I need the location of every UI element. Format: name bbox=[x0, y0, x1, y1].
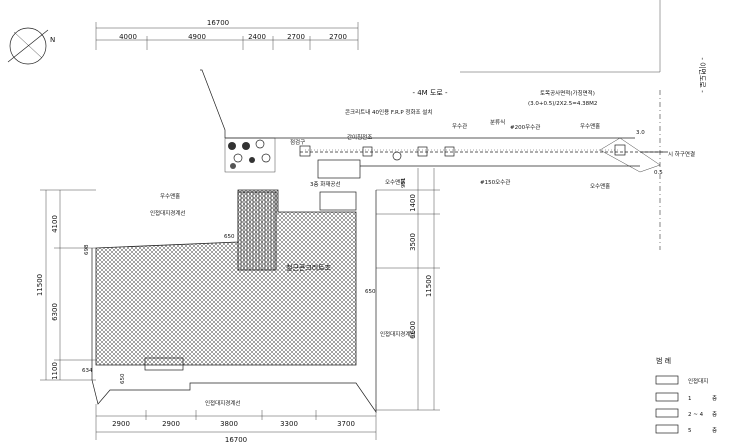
right-total: 11500 bbox=[425, 275, 433, 297]
boundary-label: 인접대지경계선 bbox=[380, 330, 415, 338]
rainbox-label: 우수맨홀 bbox=[160, 192, 180, 200]
rainbox-label: 우수맨홀 bbox=[580, 122, 600, 130]
drain-area-formula: (3.0+0.5)/2X2.5=4.38M2 bbox=[528, 101, 597, 107]
legend-unit: 층 bbox=[712, 394, 717, 402]
legend-swatch bbox=[655, 392, 679, 402]
left-seg: 1100 bbox=[51, 362, 59, 380]
legend-title: 범 례 bbox=[656, 356, 671, 365]
dim-650: 650 bbox=[365, 289, 376, 295]
septic-note: 콘크리트내 40인용 F.R.P 정화조 설치 bbox=[345, 108, 432, 116]
top-seg: 2700 bbox=[287, 33, 305, 41]
bottom-seg: 2900 bbox=[162, 420, 180, 428]
top-dimensions: 16700 4000 4900 2400 2700 2700 bbox=[95, 19, 359, 50]
legend-swatch bbox=[655, 424, 679, 434]
right-seg: 1400 bbox=[409, 194, 417, 212]
stair-core bbox=[237, 191, 277, 271]
entrance bbox=[144, 357, 184, 371]
legend-label: 1 bbox=[688, 396, 692, 402]
top-total: 16700 bbox=[207, 19, 229, 27]
site-boundary-north bbox=[200, 69, 226, 138]
tree-cluster-icon bbox=[224, 137, 276, 173]
dim-951: 951 bbox=[401, 178, 407, 189]
boundary-label: 인접대지경계선 bbox=[205, 399, 240, 407]
drain-area-title: 토목공사면적(가칭면적) bbox=[540, 89, 595, 97]
dim-650: 650 bbox=[224, 234, 235, 240]
pipe200-label: #200우수관 bbox=[510, 123, 540, 131]
tank-hatch bbox=[319, 191, 357, 211]
sewer-label: 분류식 bbox=[490, 118, 505, 126]
legend-unit: 층 bbox=[712, 410, 717, 418]
rainpipe-label: 우수관 bbox=[452, 122, 467, 130]
boundary-label: 인접대지경계선 bbox=[150, 209, 185, 217]
legend-unit: 층 bbox=[712, 426, 717, 434]
bottom-seg: 3300 bbox=[280, 420, 298, 428]
north-label: N bbox=[50, 36, 55, 44]
bottom-seg: 3800 bbox=[220, 420, 238, 428]
building-footprint bbox=[95, 189, 357, 366]
top-seg: 2700 bbox=[329, 33, 347, 41]
septic-tank bbox=[317, 159, 361, 179]
pipe150-label: #150오수관 bbox=[480, 178, 510, 186]
top-seg: 4000 bbox=[119, 33, 137, 41]
side-road-label: - 이면도로 - bbox=[698, 57, 707, 93]
legend-label: 2 ~ 4 bbox=[688, 412, 704, 418]
site-boundary bbox=[91, 190, 377, 414]
sewagebox-label: 오수맨홀 bbox=[385, 178, 405, 186]
legend: 범 례 인접대지 1 층 2 ~ 4 층 5 층 bbox=[655, 356, 717, 434]
legend-swatch bbox=[655, 408, 679, 418]
legend-label: 5 bbox=[688, 428, 692, 434]
left-seg: 4100 bbox=[51, 215, 59, 233]
bottom-total: 16700 bbox=[225, 436, 247, 444]
top-seg: 4900 bbox=[188, 33, 206, 41]
inspection-label: 점검구 bbox=[290, 139, 305, 146]
bottom-dimensions: 2900 2900 3800 3300 3700 16700 bbox=[95, 404, 377, 444]
left-total: 11500 bbox=[36, 274, 44, 296]
dim-650: 650 bbox=[120, 373, 126, 384]
top-seg: 2400 bbox=[248, 33, 266, 41]
tank-label: 3층 화재공선 bbox=[310, 180, 341, 188]
dim-698: 698 bbox=[84, 244, 90, 255]
dim-05: 0.5 bbox=[654, 170, 663, 176]
drainage-run bbox=[225, 137, 670, 173]
right-seg: 6600 bbox=[409, 321, 417, 339]
left-dimensions: 11500 4100 6300 1100 bbox=[36, 189, 96, 381]
road-label: - 4M 도로 - bbox=[412, 89, 448, 97]
bottom-seg: 2900 bbox=[112, 420, 130, 428]
adjacent-boundary bbox=[460, 0, 661, 73]
building-label: 철근콘크리트조 bbox=[286, 263, 332, 272]
right-seg: 3500 bbox=[409, 233, 417, 251]
sewagebox-label: 오수맨홀 bbox=[590, 182, 610, 190]
discharge-label: 시 하구연결 bbox=[668, 150, 695, 158]
legend-label: 인접대지 bbox=[688, 377, 708, 385]
cleaning-label: 간이침전조 bbox=[347, 133, 372, 141]
left-seg: 6300 bbox=[51, 303, 59, 321]
dim-634: 634 bbox=[82, 368, 93, 374]
dim-3: 3.0 bbox=[636, 130, 645, 136]
north-arrow-icon: N bbox=[7, 27, 55, 65]
bottom-seg: 3700 bbox=[337, 420, 355, 428]
legend-swatch bbox=[655, 375, 679, 385]
right-dimensions: 1400 3500 6600 11500 bbox=[376, 168, 440, 411]
